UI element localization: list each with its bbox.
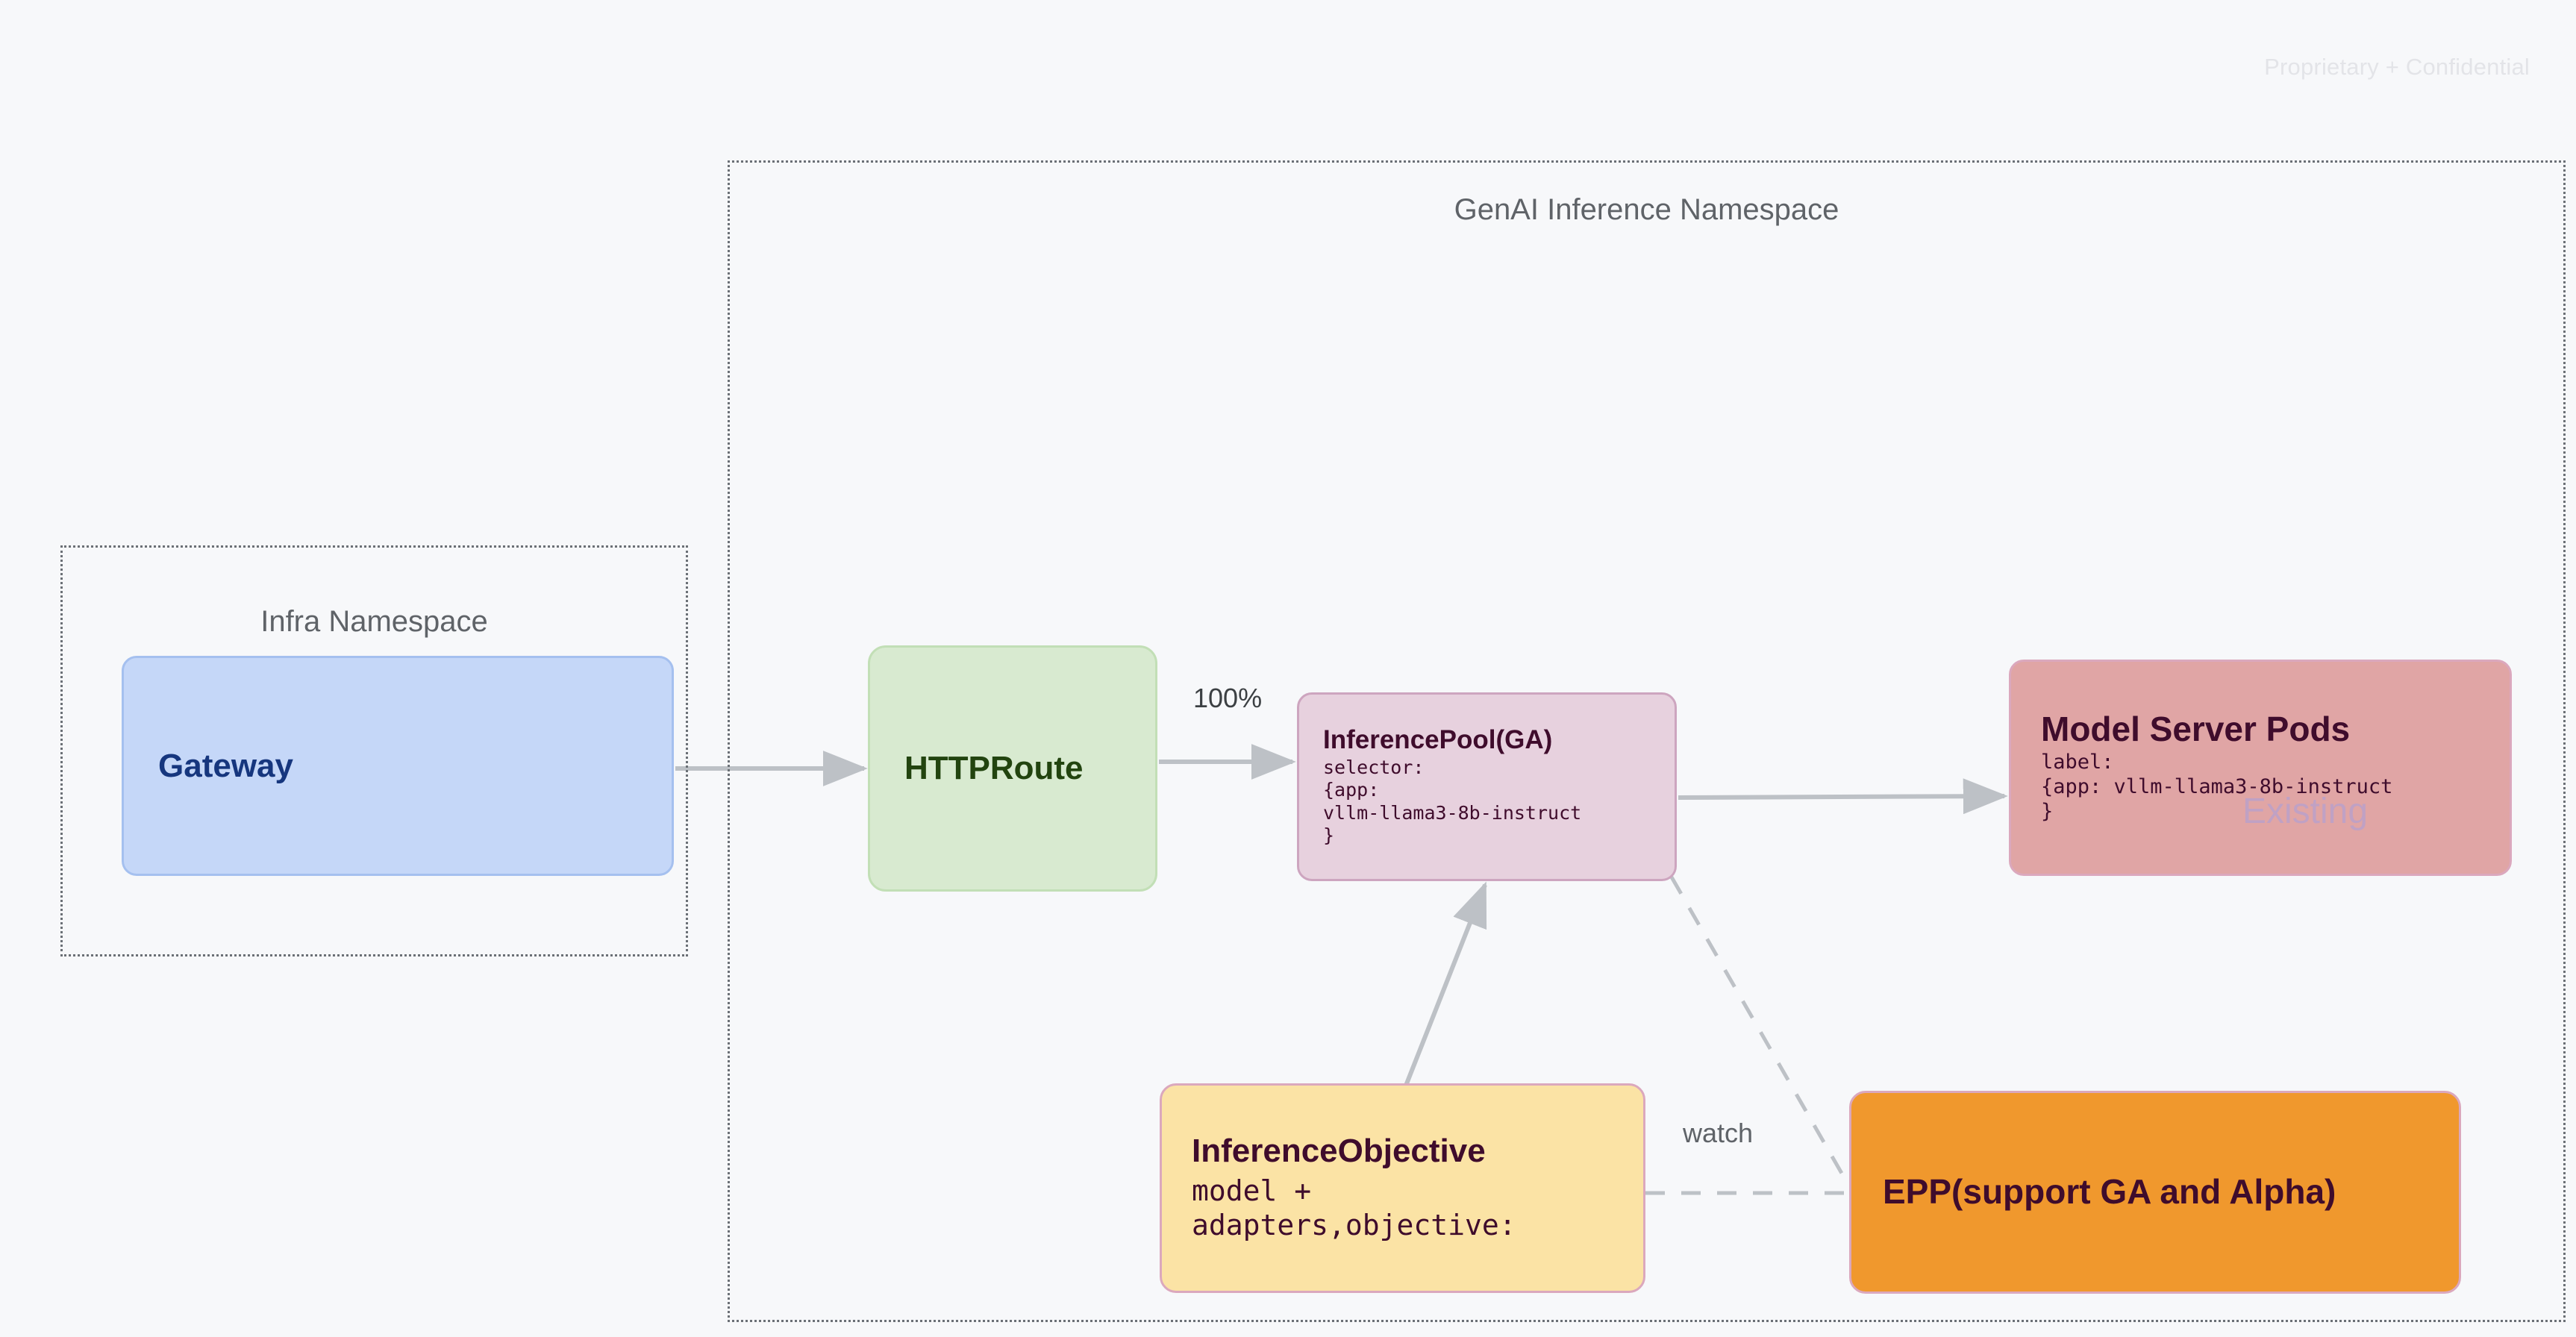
node-inferencepool-title: InferencePool(GA)	[1323, 725, 1553, 755]
node-httproute[interactable]: HTTPRoute	[868, 645, 1157, 892]
node-inferencepool-detail: selector: {app: vllm-llama3-8b-instruct …	[1323, 756, 1582, 847]
node-model-server-pods-detail: label: {app: vllm-llama3-8b-instruct }	[2041, 751, 2393, 824]
namespace-infra-title: Infra Namespace	[260, 605, 488, 638]
namespace-infra: Infra Namespace	[60, 545, 688, 956]
node-inferenceobjective-detail: model + adapters,objective:	[1192, 1174, 1516, 1242]
node-model-server-pods-title: Model Server Pods	[2041, 709, 2351, 748]
node-httproute-title: HTTPRoute	[904, 750, 1084, 787]
node-epp-title: EPP(support GA and Alpha)	[1883, 1172, 2336, 1212]
node-inferenceobjective-title: InferenceObjective	[1192, 1133, 1486, 1170]
node-model-server-pods[interactable]: Model Server Pods label: {app: vllm-llam…	[2009, 660, 2512, 876]
node-inferenceobjective[interactable]: InferenceObjective model + adapters,obje…	[1160, 1083, 1645, 1293]
node-inferencepool[interactable]: InferencePool(GA) selector: {app: vllm-l…	[1297, 692, 1677, 881]
edge-label-watch: watch	[1683, 1118, 1754, 1148]
namespace-genai-title: GenAI Inference Namespace	[1454, 193, 1839, 226]
confidentiality-watermark: Proprietary + Confidential	[2264, 54, 2530, 80]
namespace-genai-inference: GenAI Inference Namespace	[728, 160, 2566, 1322]
node-gateway[interactable]: Gateway	[122, 656, 674, 876]
edge-label-traffic-weight: 100%	[1193, 683, 1263, 713]
existing-badge: Existing	[2242, 792, 2369, 831]
node-gateway-title: Gateway	[158, 747, 293, 784]
node-epp[interactable]: EPP(support GA and Alpha)	[1849, 1091, 2461, 1294]
